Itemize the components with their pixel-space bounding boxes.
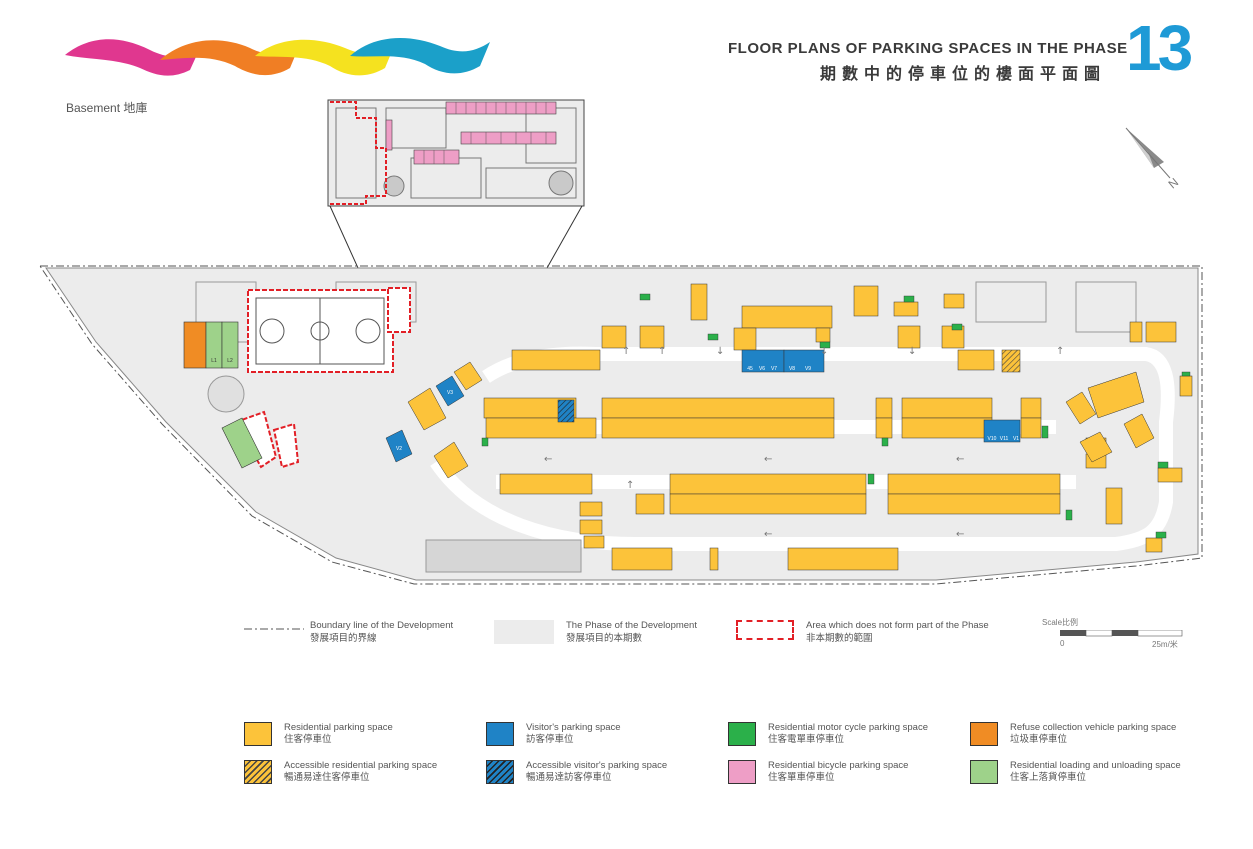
boundary-line-sample	[244, 628, 304, 630]
space-label: 45	[747, 366, 753, 372]
legend-label-zh: 住客上落貨停車位	[1010, 772, 1087, 783]
svg-text:←: ←	[544, 454, 552, 465]
legend-label-en: Visitor's parking space	[526, 722, 621, 733]
legend-label-en: Accessible residential parking space	[284, 760, 438, 771]
legend-label-zh: 垃圾車停車位	[1010, 734, 1068, 745]
residential-swatch	[244, 722, 272, 746]
svg-text:←: ←	[764, 454, 772, 465]
legend-label-zh: 暢通易達訪客停車位	[526, 772, 612, 783]
inset-detail	[327, 99, 585, 331]
excluded-legend-en: Area which does not form part of the Pha…	[806, 620, 989, 631]
svg-text:↑: ↑	[622, 346, 630, 357]
north-letter: N	[1166, 175, 1182, 191]
structures	[195, 281, 1137, 573]
svg-text:↓: ↓	[716, 346, 724, 357]
boundary-legend-en: Boundary line of the Development	[310, 620, 454, 631]
phase-legend-zh: 發展項目的本期數	[566, 633, 643, 644]
traffic-arrows: ↑ ↑ ↓ ↓ ↓ ↑ ← ← ← ↑ ← ←	[544, 346, 1064, 540]
space-label: V8	[789, 366, 795, 372]
accessible-residential-swatch	[244, 760, 272, 784]
development-boundary	[39, 265, 1203, 585]
floor-label: Basement 地庫	[66, 101, 148, 115]
inset-rack-lines	[423, 102, 547, 164]
svg-text:↑: ↑	[1056, 346, 1064, 357]
legend-label-zh: 住客單車停車位	[768, 772, 835, 783]
motorcycle-spaces	[481, 293, 1191, 539]
space-label: V9	[805, 366, 811, 372]
visitor-swatch	[486, 722, 514, 746]
loading-bay-label: L2	[227, 358, 233, 364]
bicycle-swatch	[728, 760, 756, 784]
legend-label-en: Residential parking space	[284, 722, 393, 733]
north-arrow-icon: N	[1125, 127, 1182, 191]
svg-text:←: ←	[764, 529, 772, 540]
loading-spaces: L1 L2	[205, 321, 263, 469]
basketball-court	[247, 289, 394, 373]
ribbon-logo	[65, 37, 490, 76]
svg-text:↑: ↑	[658, 346, 666, 357]
excluded-legend-zh: 非本期數的範圍	[806, 633, 873, 644]
space-label: V7	[771, 366, 777, 372]
accessible-visitor-swatch	[486, 760, 514, 784]
aisle-space-labels: 45 V6 V7 V8 V9 V10 V11 V1 V2 V3	[396, 366, 1019, 452]
legend-label-en: Accessible visitor's parking space	[526, 760, 668, 771]
space-label: V1	[1013, 436, 1019, 442]
svg-text:←: ←	[956, 454, 964, 465]
svg-text:↑: ↑	[626, 480, 634, 491]
space-label: V6	[759, 366, 765, 372]
residential-spaces	[483, 283, 1193, 571]
page-title-zh: 期數中的停車位的樓面平面圖	[820, 66, 1107, 83]
inset-excluded-boundary	[330, 101, 387, 205]
visitor-spaces	[385, 349, 1021, 463]
motorcycle-swatch	[728, 722, 756, 746]
legend-label-en: Refuse collection vehicle parking space	[1010, 722, 1177, 733]
space-label: V10	[988, 436, 997, 442]
svg-text:↓: ↓	[908, 346, 916, 357]
legend-label-en: Residential loading and unloading space	[1010, 760, 1181, 771]
inset-bicycle-racks	[385, 101, 557, 165]
scale-bar	[1060, 630, 1183, 637]
svg-text:←: ←	[956, 529, 964, 540]
scale-label: Scale比例	[1042, 618, 1079, 627]
legend-label-zh: 暢通易達住客停車位	[284, 772, 370, 783]
space-label: V2	[396, 446, 402, 452]
loading-bay-label: L1	[211, 358, 217, 364]
legend-label-zh: 訪客停車位	[526, 734, 574, 745]
space-label: V3	[447, 390, 453, 396]
accessible-visitor-space	[557, 399, 575, 423]
floor-plan: L1 L2	[39, 265, 1203, 585]
phase-legend-en: The Phase of the Development	[566, 620, 697, 631]
refuse-collection-space	[183, 321, 207, 369]
scale-start: 0	[1060, 639, 1065, 648]
boundary-legend-zh: 發展項目的界線	[310, 633, 377, 644]
loading-swatch	[970, 760, 998, 784]
legend-label-zh: 住客停車位	[284, 734, 332, 745]
page-number: 13	[1126, 12, 1193, 84]
refuse-swatch	[970, 722, 998, 746]
excluded-swatch	[736, 620, 794, 640]
scale-end: 25m/米	[1152, 640, 1178, 649]
svg-text:↓: ↓	[820, 346, 828, 357]
accessible-residential-space	[1001, 349, 1021, 373]
angled-spaces	[407, 361, 1155, 479]
legend-label-en: Residential motor cycle parking space	[768, 722, 928, 733]
legend-label-zh: 住客電單車停車位	[768, 734, 845, 745]
space-label: V11	[1000, 436, 1009, 442]
page-title-en: FLOOR PLANS OF PARKING SPACES IN THE PHA…	[728, 40, 1128, 57]
legend-label-en: Residential bicycle parking space	[768, 760, 909, 771]
phase-swatch	[494, 620, 554, 644]
